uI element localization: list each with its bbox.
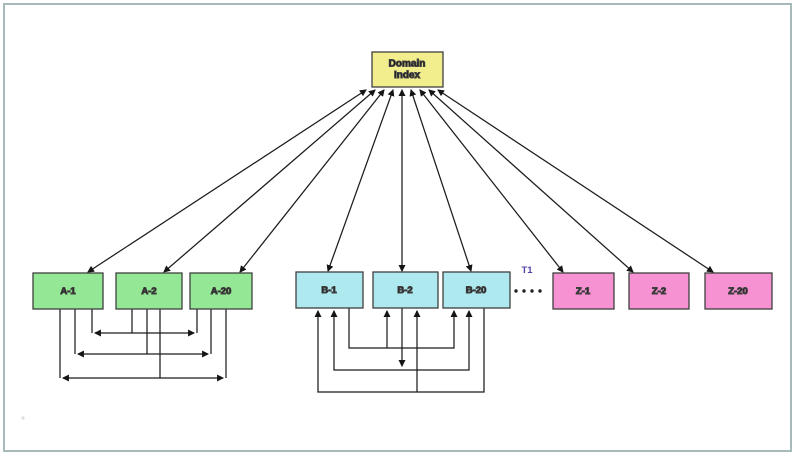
box-b-1-label: B-1	[321, 285, 337, 296]
box-a-20-rect	[189, 272, 253, 310]
diagram-frame	[3, 3, 792, 452]
box-z-1-label: Z-1	[576, 286, 591, 297]
box-a-20: A-20	[189, 272, 253, 310]
connector-lines	[59, 88, 714, 393]
box-z-1: Z-1	[552, 272, 615, 310]
ellipsis-dot	[538, 289, 542, 293]
box-b-20-rect	[442, 271, 511, 309]
diagram-boxes: Domain Index A-1 A-2 A-20 B-1 B-2 B-20	[32, 51, 773, 310]
ellipsis-dots	[514, 289, 542, 293]
box-z-20: Z-20	[704, 272, 773, 310]
box-z-20-label: Z-20	[728, 286, 748, 297]
box-a-1: A-1	[32, 272, 104, 310]
box-b-1: B-1	[295, 271, 364, 309]
arrow-index-z2	[428, 89, 634, 273]
b20-to-b1-bracket	[314, 308, 485, 393]
box-a-1-rect	[32, 272, 104, 310]
box-b-20-label: B-20	[466, 285, 487, 296]
domain-index-label-line1: Domain	[389, 59, 426, 70]
box-a-2-label: A-2	[141, 286, 156, 297]
box-a-2: A-2	[115, 272, 183, 310]
box-b-2-label: B-2	[397, 285, 412, 296]
b-row-links	[314, 308, 485, 393]
box-z-2: Z-2	[628, 272, 690, 310]
a-row-links	[59, 309, 227, 382]
box-a-1-label: A-1	[60, 286, 76, 297]
ellipsis-dot	[530, 289, 534, 293]
stray-mark	[21, 416, 25, 420]
box-b-1-rect	[295, 271, 364, 309]
arrow-index-a1	[87, 89, 367, 273]
box-z-1-rect	[552, 272, 615, 310]
box-z-2-label: Z-2	[652, 286, 666, 297]
box-b-2-rect	[372, 271, 439, 309]
box-b-2: B-2	[372, 271, 439, 309]
domain-index-box: Domain Index	[371, 51, 444, 88]
box-a-2-rect	[115, 272, 183, 310]
box-z-2-rect	[628, 272, 690, 310]
ellipsis-dot	[522, 289, 526, 293]
ellipsis-dot	[514, 289, 518, 293]
arrow-index-a2	[163, 89, 376, 273]
arrow-index-b1	[326, 89, 395, 272]
domain-index-rect	[371, 51, 444, 88]
box-b-20: B-20	[442, 271, 511, 309]
arrow-index-z20	[437, 89, 714, 273]
box-a-20-label: A-20	[211, 286, 232, 297]
b2-bracket	[330, 309, 473, 371]
arrow-index-a20	[239, 89, 385, 273]
box-z-20-rect	[704, 272, 773, 310]
t1-label: T1	[521, 265, 533, 276]
fan-arrows	[87, 88, 714, 273]
domain-index-label-line2: Index	[394, 70, 421, 81]
